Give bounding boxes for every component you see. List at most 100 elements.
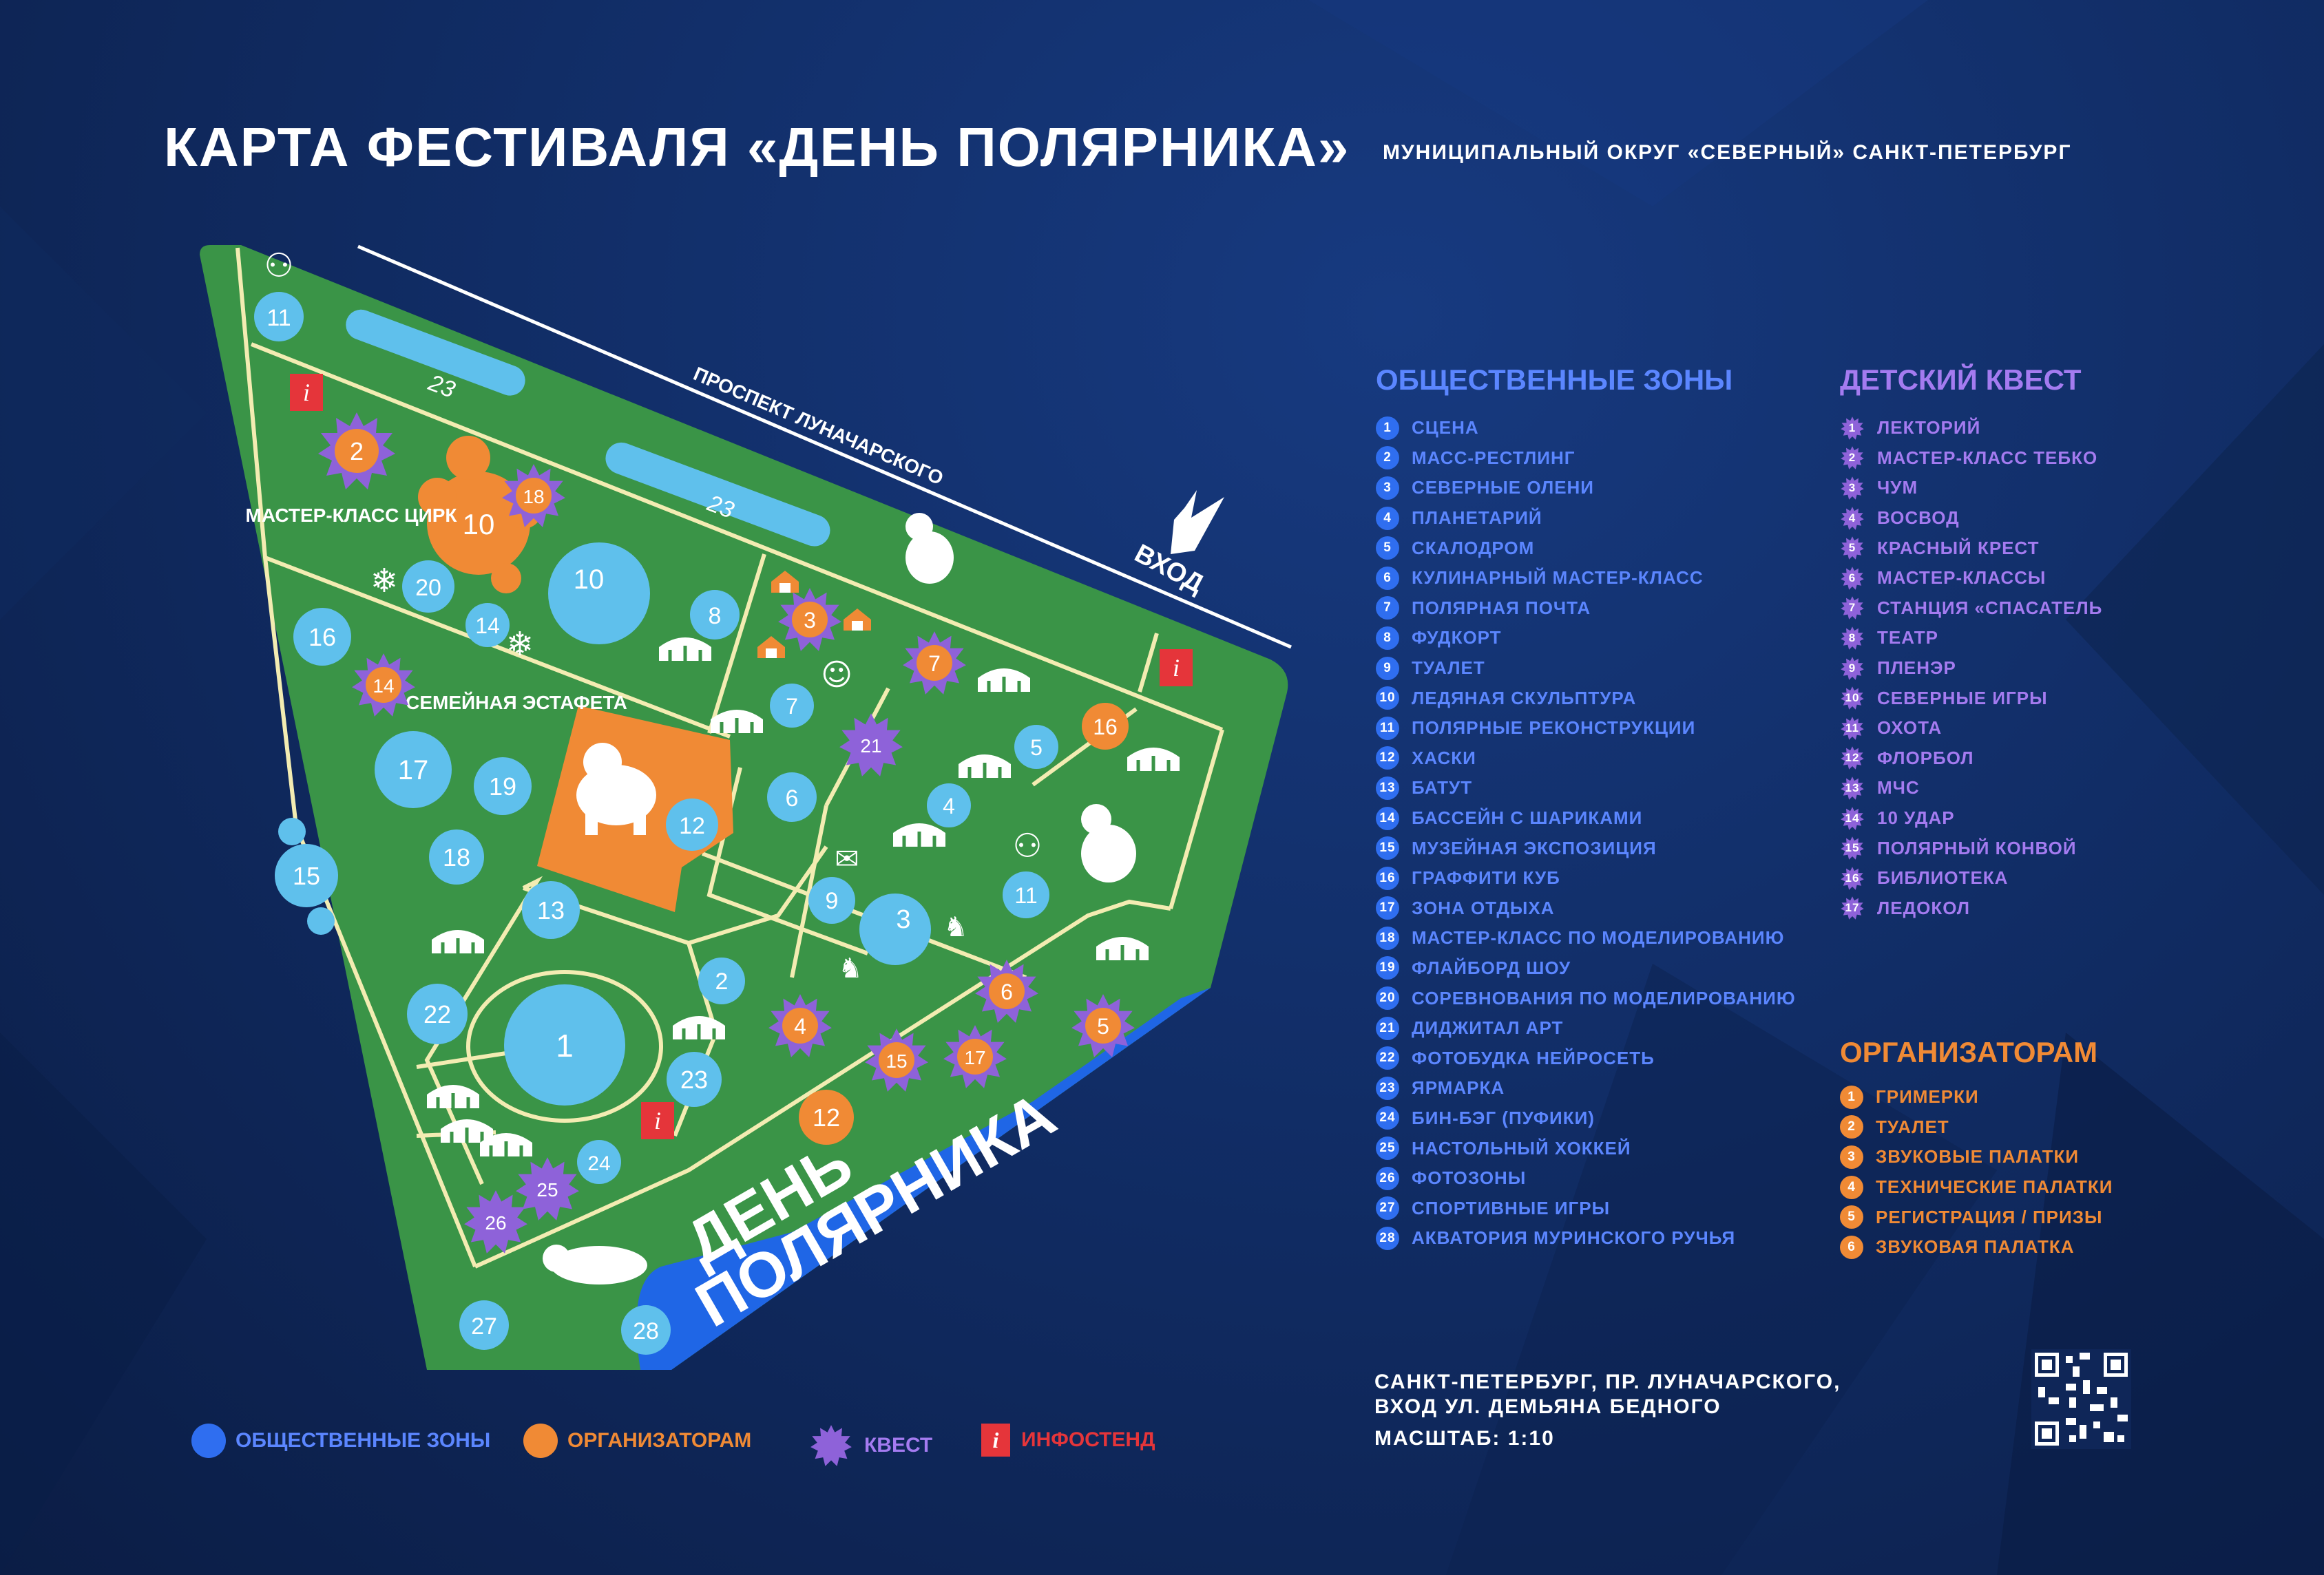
- marker-quest-18[interactable]: 18: [502, 464, 565, 527]
- legend-item-label: ДИДЖИТАЛ АРТ: [1412, 1017, 1564, 1039]
- marker-public-13[interactable]: 13: [522, 881, 580, 939]
- marker-public-5[interactable]: 5: [1014, 725, 1058, 769]
- info-stand-icon[interactable]: i: [290, 374, 323, 411]
- marker-org-16[interactable]: 16: [1082, 703, 1129, 750]
- marker-quest-7[interactable]: 7: [903, 631, 966, 695]
- svg-text:20: 20: [415, 575, 441, 601]
- legend-item-label: ПЛЕНЭР: [1877, 657, 1956, 679]
- svg-text:4: 4: [794, 1014, 806, 1039]
- legend-item-label: ЗОНА ОТДЫХА: [1412, 897, 1555, 918]
- info-stand-icon[interactable]: i: [641, 1102, 674, 1139]
- marker-public-20[interactable]: 20: [402, 560, 454, 613]
- legend-item-label: МАСС-РЕСТЛИНГ: [1412, 447, 1575, 468]
- qr-code-icon[interactable]: [2031, 1349, 2131, 1449]
- marker-public-18[interactable]: 18: [429, 829, 484, 885]
- number-badge: 2: [1376, 446, 1399, 470]
- legend-org-heading: ОРГАНИЗАТОРАМ: [1840, 1036, 2098, 1068]
- star-number-icon: 3: [1840, 476, 1865, 500]
- number-badge: 14: [1376, 806, 1399, 830]
- marker-public-28[interactable]: 28: [621, 1305, 671, 1355]
- legend-item-label: ЗВУКОВЫЕ ПАЛАТКИ: [1876, 1146, 2080, 1167]
- theatre-masks-icon: ☺: [821, 657, 852, 693]
- marker-quest-17[interactable]: 17: [943, 1025, 1007, 1088]
- legend-item-label: БАТУТ: [1412, 777, 1473, 799]
- star-number-icon: 4: [1840, 506, 1865, 531]
- star-number-icon: 16: [1840, 866, 1865, 891]
- marker-public-10[interactable]: 10: [548, 542, 650, 644]
- info-icon: i: [981, 1424, 1010, 1457]
- marker-quest-15[interactable]: 15: [865, 1028, 928, 1092]
- marker-public-23[interactable]: 23: [667, 1052, 722, 1107]
- marker-public-8[interactable]: 8: [690, 590, 740, 639]
- marker-quest-14[interactable]: 14: [352, 653, 415, 717]
- marker-public-6[interactable]: 6: [767, 772, 817, 822]
- info-stand-icon[interactable]: i: [1160, 649, 1193, 686]
- marker-public-9[interactable]: 9: [808, 877, 855, 924]
- legend-item-label: СОРЕВНОВАНИЯ ПО МОДЕЛИРОВАНИЮ: [1412, 987, 1796, 1008]
- svg-text:2: 2: [350, 437, 364, 465]
- bottom-legend-public-label: ОБЩЕСТВЕННЫЕ ЗОНЫ: [235, 1429, 491, 1452]
- marker-quest-4[interactable]: 4: [768, 994, 832, 1057]
- lane-23-a: [346, 309, 525, 396]
- marker-public-12[interactable]: 12: [666, 799, 718, 851]
- marker-quest-2[interactable]: 2: [318, 412, 395, 489]
- legend-item-label: СКАЛОДРОМ: [1412, 537, 1535, 558]
- toilet-icon: ⚇: [264, 246, 293, 285]
- svg-text:i: i: [303, 379, 310, 406]
- marker-quest-3[interactable]: 3: [778, 588, 841, 651]
- marker-public-27[interactable]: 27: [459, 1300, 509, 1350]
- marker-public-1[interactable]: 1: [504, 984, 625, 1106]
- number-badge: 9: [1376, 656, 1399, 680]
- marker-public-14[interactable]: 14: [465, 603, 510, 647]
- marker-public-17[interactable]: 17: [375, 731, 452, 808]
- marker-public-16[interactable]: 16: [293, 608, 351, 666]
- number-badge: 22: [1376, 1046, 1399, 1070]
- legend-item-label: ГРИМЕРКИ: [1876, 1086, 1979, 1108]
- legend-item-label: ЯРМАРКА: [1412, 1077, 1505, 1099]
- entrance-label: ВХОД: [1130, 539, 1208, 599]
- legend-item-label: ПОЛЯРНЫЙ КОНВОЙ: [1877, 837, 2077, 858]
- marker-quest-26[interactable]: 26: [464, 1190, 527, 1254]
- star-number-icon: 11: [1840, 716, 1865, 741]
- marker-public-15[interactable]: 15: [275, 818, 338, 935]
- marker-public-11[interactable]: 11: [254, 292, 304, 341]
- marker-public-22[interactable]: 22: [407, 984, 468, 1044]
- marker-public-7[interactable]: 7: [770, 684, 814, 728]
- snowflake-icon: ❄: [370, 562, 398, 600]
- bottom-legend-info: i ИНФОСТЕНД: [981, 1424, 1155, 1457]
- legend-item-label: ТЕХНИЧЕСКИЕ ПАЛАТКИ: [1876, 1176, 2113, 1198]
- marker-org-12[interactable]: 12: [799, 1090, 854, 1145]
- marker-quest-6[interactable]: 6: [975, 960, 1038, 1023]
- marker-quest-21[interactable]: 21: [839, 713, 903, 776]
- marker-public-19[interactable]: 19: [474, 757, 532, 815]
- address-line1: САНКТ-ПЕТЕРБУРГ, ПР. ЛУНАЧАРСКОГО,: [1374, 1371, 1841, 1393]
- number-badge: 5: [1840, 1205, 1863, 1229]
- marker-public-11[interactable]: 11: [1003, 871, 1049, 918]
- legend-item-label: 10 УДАР: [1877, 807, 1955, 829]
- marker-public-3[interactable]: 3: [859, 894, 931, 965]
- marker-public-24[interactable]: 24: [577, 1140, 621, 1184]
- legend-item-label: НАСТОЛЬНЫЙ ХОККЕЙ: [1412, 1137, 1631, 1159]
- marker-quest-25[interactable]: 25: [516, 1157, 579, 1220]
- number-badge: 6: [1840, 1235, 1863, 1259]
- marker-public-4[interactable]: 4: [927, 783, 971, 827]
- svg-text:6: 6: [1001, 980, 1013, 1004]
- marker-public-2[interactable]: 2: [698, 958, 745, 1004]
- number-badge: 10: [1376, 686, 1399, 710]
- svg-text:27: 27: [471, 1313, 497, 1340]
- marker-quest-5[interactable]: 5: [1071, 994, 1135, 1057]
